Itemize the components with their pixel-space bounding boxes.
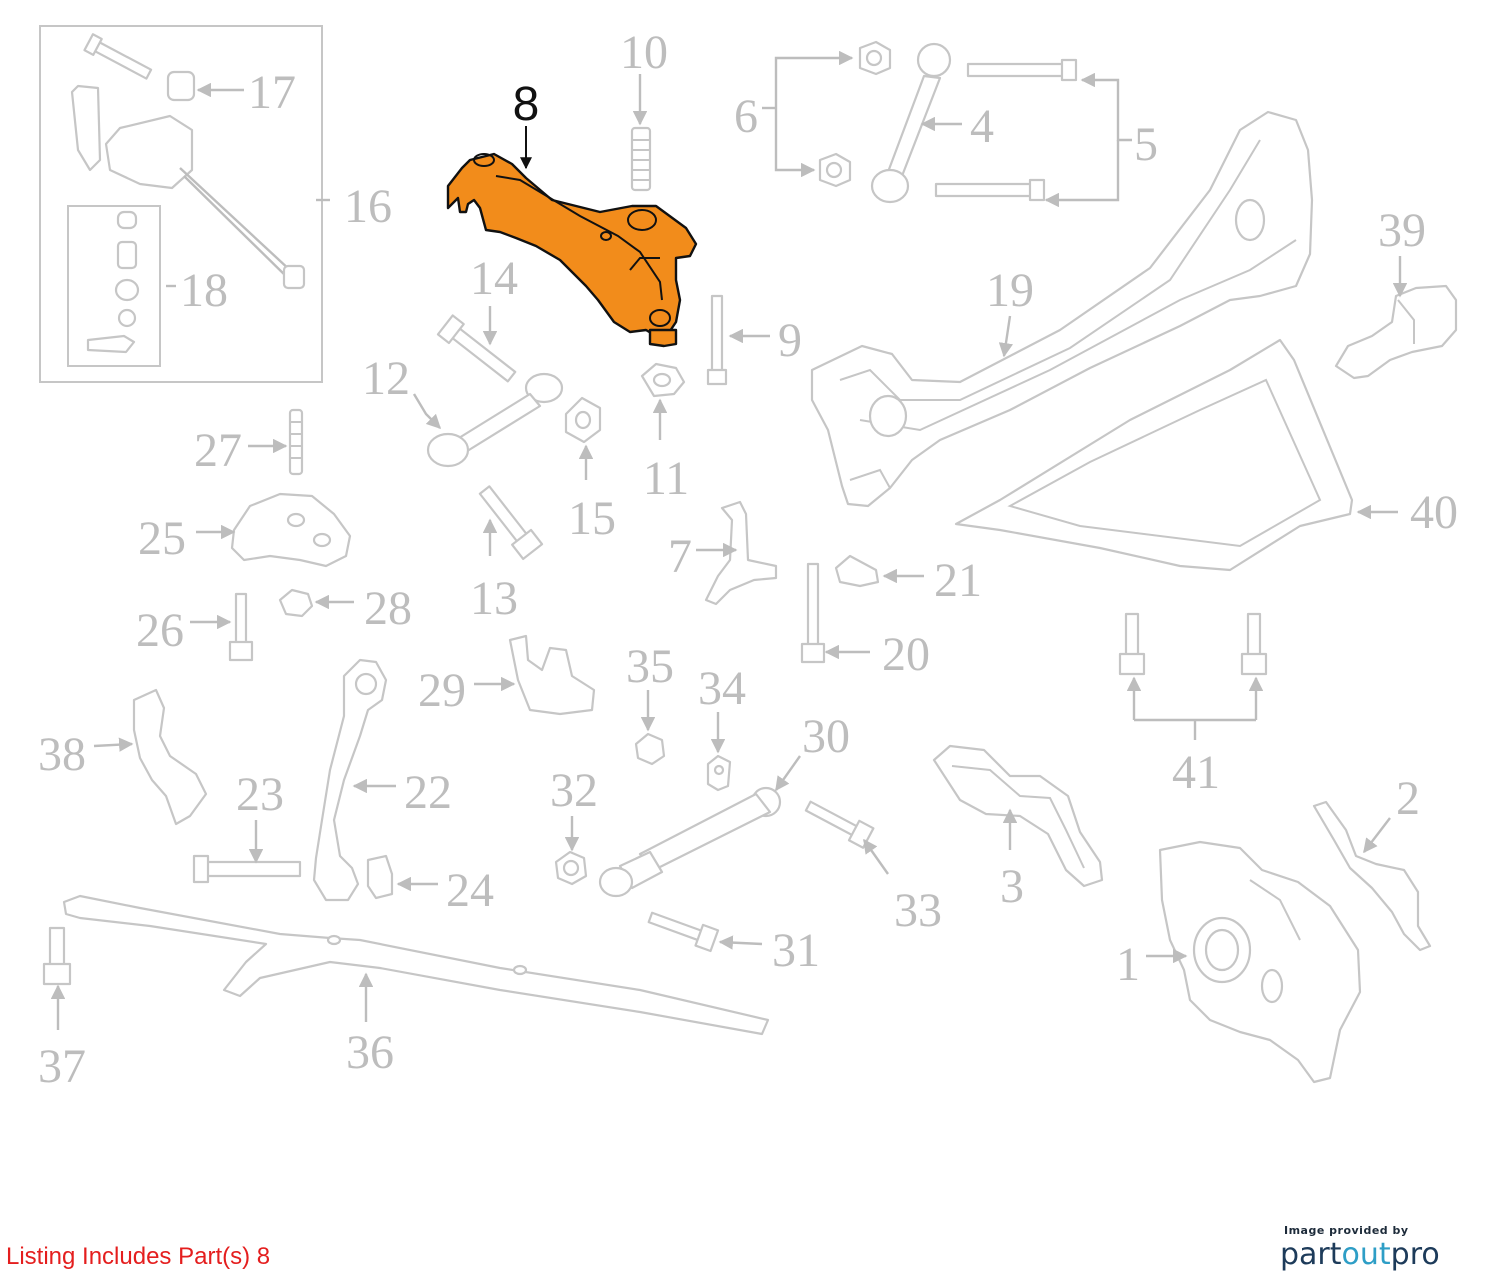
part-12-link[interactable] <box>426 372 564 468</box>
listing-includes-text: Listing Includes Part(s) 8 <box>6 1243 271 1270</box>
callout-37: 37 <box>38 1040 86 1093</box>
callout-18: 18 <box>180 264 228 317</box>
callout-19: 19 <box>986 264 1034 317</box>
part-4-link[interactable] <box>870 42 952 204</box>
callout-31: 31 <box>772 924 820 977</box>
callout-39: 39 <box>1378 204 1426 257</box>
part-15-nut[interactable] <box>564 396 602 444</box>
part-9-bolt[interactable] <box>706 294 728 386</box>
image-credit: Image provided by partoutpro <box>1280 1224 1450 1273</box>
part-22-arm[interactable] <box>312 658 388 902</box>
callout-15: 15 <box>568 492 616 545</box>
brand-part: part <box>1280 1237 1342 1272</box>
part-35-nut[interactable] <box>634 732 666 766</box>
callout-21: 21 <box>934 554 982 607</box>
callout-28: 28 <box>364 582 412 635</box>
callout-14: 14 <box>470 252 518 305</box>
part-33-bolt[interactable] <box>803 796 875 849</box>
callout-40: 40 <box>1410 486 1458 539</box>
part-7-bracket[interactable] <box>704 500 778 606</box>
callout-38: 38 <box>38 728 86 781</box>
callout-9: 9 <box>778 314 802 367</box>
callout-27: 27 <box>194 424 242 477</box>
part-38-bracket[interactable] <box>132 688 208 826</box>
callout-32: 32 <box>550 764 598 817</box>
part-32-nut[interactable] <box>554 850 588 886</box>
inset-box-level-sensor <box>39 25 323 383</box>
part-34-washer[interactable] <box>706 754 732 792</box>
callout-4: 4 <box>970 100 994 153</box>
callout-22: 22 <box>404 766 452 819</box>
callout-33: 33 <box>894 884 942 937</box>
part-1-knuckle[interactable] <box>1158 840 1362 1084</box>
callout-36: 36 <box>346 1026 394 1079</box>
callout-8: 8 <box>513 78 540 131</box>
callout-1: 1 <box>1116 938 1140 991</box>
part-10-stud[interactable] <box>630 126 652 192</box>
callout-10: 10 <box>620 26 668 79</box>
callout-25: 25 <box>138 512 186 565</box>
callout-17: 17 <box>248 66 296 119</box>
callout-30: 30 <box>802 710 850 763</box>
part-29-bracket[interactable] <box>508 634 596 716</box>
callout-20: 20 <box>882 628 930 681</box>
part-13-bolt[interactable] <box>475 483 544 561</box>
callout-34: 34 <box>698 662 746 715</box>
callout-3: 3 <box>1000 860 1024 913</box>
callout-7: 7 <box>668 530 692 583</box>
callout-35: 35 <box>626 640 674 693</box>
part-28-nut[interactable] <box>278 588 314 618</box>
part-14-bolt[interactable] <box>436 314 519 386</box>
part-39-bracket[interactable] <box>1334 284 1458 380</box>
part-27-stud[interactable] <box>288 408 304 476</box>
callout-24: 24 <box>446 864 494 917</box>
part-19-subframe[interactable] <box>810 110 1314 508</box>
part-26-bolt[interactable] <box>228 592 254 662</box>
part-11-nut[interactable] <box>640 362 686 398</box>
callout-labels: 8 10 17 16 18 6 4 5 19 39 40 14 9 12 11 … <box>38 26 1458 1093</box>
callout-29: 29 <box>418 664 466 717</box>
part-23-bolt[interactable] <box>192 854 302 884</box>
part-41-bolts[interactable] <box>1118 612 1268 676</box>
part-25-mount[interactable] <box>230 492 352 568</box>
part-8-control-arm[interactable] <box>446 152 698 348</box>
part-31-bolt[interactable] <box>647 907 720 953</box>
callout-23: 23 <box>236 768 284 821</box>
brand-out: out <box>1341 1237 1391 1272</box>
leader-lines <box>50 50 1408 1030</box>
callout-6: 6 <box>734 90 758 143</box>
callout-41: 41 <box>1172 746 1220 799</box>
part-30-link[interactable] <box>598 786 782 898</box>
callout-2: 2 <box>1396 772 1420 825</box>
part-6-nuts[interactable] <box>818 40 892 188</box>
callout-5: 5 <box>1134 118 1158 171</box>
callout-16: 16 <box>344 180 392 233</box>
part-37-bolt[interactable] <box>42 926 72 986</box>
part-40-underbody-panel[interactable] <box>954 338 1354 572</box>
callout-26: 26 <box>136 604 184 657</box>
brand-pro: pro <box>1390 1237 1440 1272</box>
part-2-bracket[interactable] <box>1312 800 1432 952</box>
partoutpro-logo: partoutpro <box>1280 1237 1450 1273</box>
part-5-bolts[interactable] <box>934 58 1078 202</box>
callout-12: 12 <box>362 352 410 405</box>
part-20-bolt[interactable] <box>800 562 826 664</box>
part-24-bushing[interactable] <box>366 854 394 900</box>
callout-13: 13 <box>470 572 518 625</box>
part-21-clip[interactable] <box>834 554 880 588</box>
image-provided-by-text: Image provided by <box>1284 1224 1409 1237</box>
callout-11: 11 <box>643 452 689 505</box>
part-36-brace[interactable] <box>62 894 770 1036</box>
